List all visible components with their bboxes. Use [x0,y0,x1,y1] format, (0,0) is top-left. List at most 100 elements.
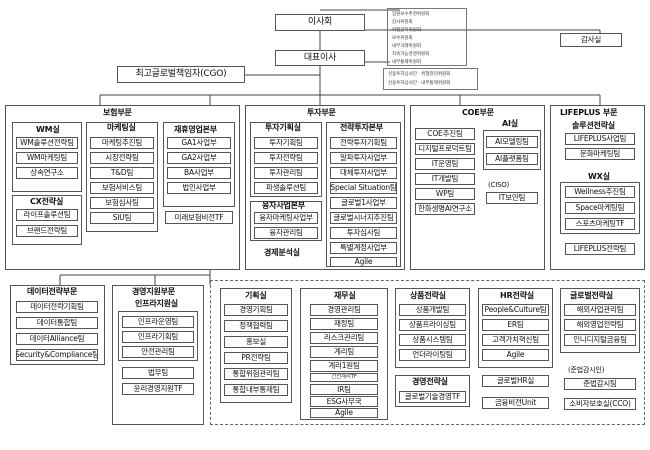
sub-committees-box: 신용투자심사단 · 위험관리위원회 신용투자심사단 · 내부통제위원회 [383,68,478,90]
support-title: 경영지원부문 [132,287,175,296]
solution-title: 솔루션전략실 [572,121,615,130]
hr-item: 고객가치혁신팀 [482,334,549,346]
inv-strategy-item: 글로벌시너지추진팀 [330,212,397,224]
inv-strategy-title: 전략투자본부 [340,123,383,132]
marketing-item: 보험서비스팀 [90,182,154,194]
product-item: 상품프라이싱팀 [399,319,466,331]
product-item: 상품시스템팀 [399,334,466,346]
committee-item: 내부거래위원회 [392,44,421,49]
ai-title: AI실 [502,119,518,128]
reinsurance-item: BA사업부 [167,167,231,179]
planning-office-item: 통합위험관리팀 [224,368,288,380]
inv-strategy-item: 투자심사팀 [330,227,397,239]
finance-item: 계리1원팀 [310,360,378,372]
infra-item: 안전관리팀 [122,346,194,358]
consumer-protection-office: 소비자보호실(CCO) [564,398,636,410]
hr-item: People&Culture팀 [482,304,549,316]
cx-title: CX전략실 [30,197,64,206]
finance-item: 재정팀 [310,318,378,330]
mgmt-strategy-title: 경영전략실 [412,377,448,386]
finance-item: 계리팀 [310,346,378,358]
cgo-box: 최고글로벌책임자(CGO) [117,66,245,83]
inv-planning-item: 투자기획팀 [254,137,318,149]
financing-item: 융자마케팅사업부 [254,212,318,224]
compliance-team: 준법감시팀 [564,378,636,390]
data-item: 데이터Alliance팀 [16,333,98,345]
planning-office-title: 기획실 [245,291,267,300]
ceo-box: 대표이사 [275,50,365,66]
inv-strategy-item: Special Situation팀 [330,182,397,194]
inv-planning-title: 투자기획실 [265,123,301,132]
marketing-item: 보험심사팀 [90,197,154,209]
econ-analysis: 경제분석실 [264,248,300,257]
committee-item: 지속가능경영위원회 [392,52,430,57]
ethics-tf: 윤리경영지원TF [122,383,194,395]
coe-title: COE부문 [462,108,494,117]
reinsurance-group [163,122,235,207]
committee-item: 감사위원회 [392,20,413,25]
insurance-title: 보험부문 [103,108,132,117]
marketing-item: 마케팅추진팀 [90,137,154,149]
inv-strategy-item: 전략투자기획팀 [330,137,397,149]
committee-item: 임원보수추천위원회 [392,12,430,17]
inv-strategy-item: 대체투자사업부 [330,167,397,179]
cx-item: 브랜드전략팀 [16,225,78,237]
marketing-item: 시장전략팀 [90,152,154,164]
sub-committee-item: 신용투자심사단 · 위험관리위원회 [388,72,451,77]
global-item: 인니디지털금융팀 [564,334,636,346]
future-vision-tf: 미래보험비전TF [165,211,233,224]
inv-planning-item: 투자전략팀 [254,152,318,164]
planning-office-item: 정책협력팀 [224,320,288,332]
committees-box: 임원보수추천위원회 감사위원회 위험관리위원회 보수위원회 내부거래위원회 지속… [387,8,467,66]
reinsurance-item: GA2사업부 [167,152,231,164]
coe-item: IT운영팀 [415,158,475,170]
investment-title: 투자부문 [307,108,336,117]
ai-item: AI플랫폼팀 [486,153,538,165]
planning-office-item: 통합내부통제팀 [224,384,288,396]
financing-title: 융자사업본부 [262,201,305,210]
inv-planning-item: 투자관리팀 [254,167,318,179]
inv-strategy-item: 알파투자사업부 [330,152,397,164]
finance-item: 경영관리팀 [310,304,378,316]
board-box: 이사회 [275,14,365,31]
financing-item: 융자관리팀 [254,227,318,239]
product-title: 상품전략실 [410,291,446,300]
wx-item: Space마케팅팀 [565,202,635,214]
inv-strategy-item: Agile [330,257,397,267]
finance-item: Agile [310,408,378,418]
inv-strategy-item: 특별계정사업부 [330,242,397,254]
legal-team: 법무팀 [122,367,194,379]
it-security-team: IT보안팀 [486,192,538,204]
coe-item: 한화생명AI연구소 [415,203,475,215]
inv-strategy-item: 글로벌1사업부 [330,197,397,209]
hr-item: ER팀 [482,319,549,331]
ciso-label: (CISO) [488,181,510,189]
infra-item: 인프라운영팀 [122,316,194,328]
lifeplus-strategy-team: LIFEPLUS전략팀 [565,243,635,255]
data-item: Security&Compliance팀 [16,349,98,361]
solution-item: LIFEPLUS사업팀 [565,133,635,145]
finance-item: ESG사무국 [310,396,378,407]
global-item: 해외사업관리팀 [564,304,636,316]
lifeplus-title: LIFEPLUS 부문 [560,108,618,117]
wm-title: WM실 [36,125,60,134]
wm-item: 상속연구소 [16,167,78,179]
marketing-item: SIU팀 [90,212,154,224]
audit-office-box: 감사실 [560,33,622,47]
coe-item: 디지털프로덕트팀 [415,143,475,155]
infra-item: 인프라기획팀 [122,331,194,343]
coe-item: COE추진팀 [415,128,475,140]
committee-item: 내부통제위원회 [392,60,421,65]
coe-item: WP팀 [415,188,475,200]
hr-item: Agile [482,349,549,361]
mgmt-strategy-item: 글로벌기술경영TF [399,391,466,403]
global-hr-office: 글로벌HR실 [482,375,549,387]
planning-office-item: 경영기획팀 [224,304,288,316]
wx-item: Wellness추진팀 [565,186,635,198]
ai-item: AI모델링팀 [486,136,538,148]
infra-title: 인프라지원실 [135,299,178,308]
planning-office-item: 홍보실 [224,336,288,348]
inv-planning-item: 파생솔루션팀 [254,182,318,194]
committee-item: 보수위원회 [392,36,413,41]
sub-committee-item: 신용투자심사단 · 내부통제위원회 [388,81,451,86]
